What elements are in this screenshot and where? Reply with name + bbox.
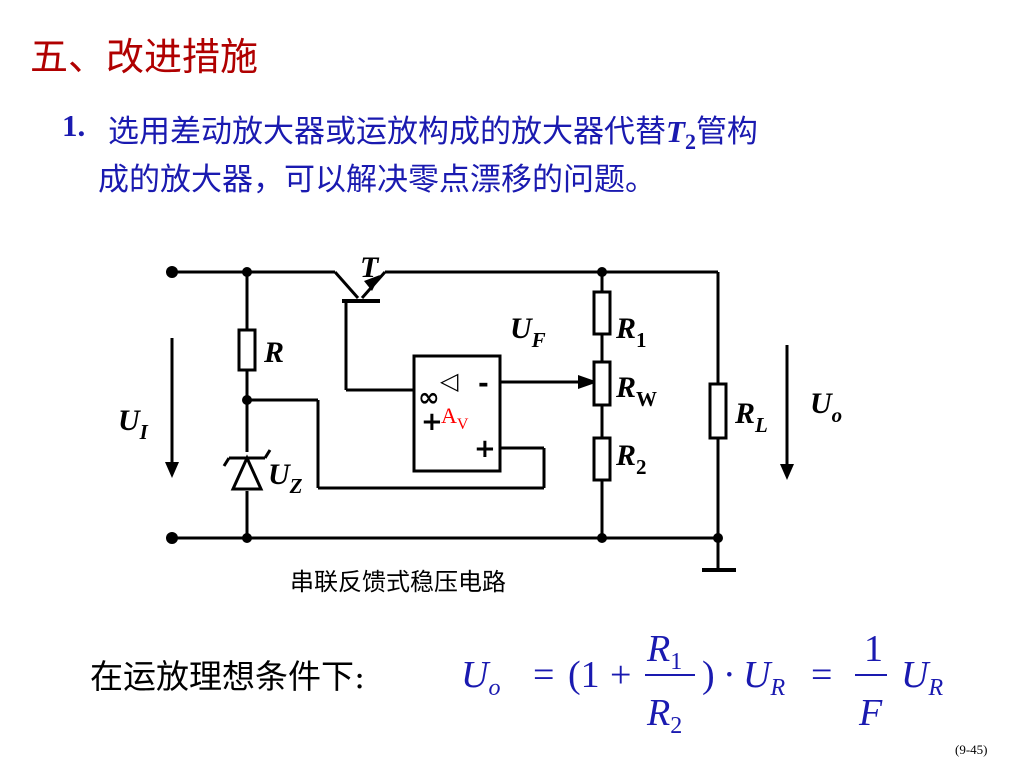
opamp-box xyxy=(412,354,502,473)
resistor-R2 xyxy=(592,436,612,482)
item-number: 1. xyxy=(62,108,86,143)
zener-diode xyxy=(222,449,272,491)
zener-voltage-label: UZ xyxy=(268,458,303,498)
opamp-infinity-symbol: ∞ xyxy=(418,383,440,413)
formula-lhs: Uo xyxy=(461,654,500,701)
junction-dots xyxy=(166,266,723,544)
opamp-plus-left: + xyxy=(421,407,443,437)
circuit-caption: 串联反馈式稳压电路 xyxy=(290,568,506,596)
section-title: 五、改进措施 xyxy=(30,35,259,79)
output-voltage-formula: Uo = (1 + R1 R2 ) · UR = 1 F UR xyxy=(461,628,943,735)
formula-frac1-denominator: R2 xyxy=(646,692,682,735)
formula-close: ) xyxy=(702,654,715,696)
opamp-minus-input: - xyxy=(478,369,489,399)
feedback-voltage-label: UF xyxy=(510,312,546,352)
formula-dot: · xyxy=(723,654,736,696)
item-text-part2: 管构 xyxy=(695,114,758,150)
page-number: (9-45) xyxy=(955,742,988,757)
formula-ur-2: UR xyxy=(901,654,943,701)
resistor-R-label: R xyxy=(263,336,284,369)
resistor-RW-label: RW xyxy=(615,371,657,411)
formula-plus: + xyxy=(610,654,631,696)
formula-frac2-denominator: F xyxy=(858,692,883,734)
item-text-line1: 选用差动放大器或运放构成的放大器代替T2管构 xyxy=(108,106,758,155)
formula-frac1-numerator: R1 xyxy=(646,628,682,675)
resistor-RL-label: RL xyxy=(734,397,768,437)
resistor-R xyxy=(237,328,257,372)
transistor-label: T xyxy=(360,251,380,284)
resistor-RL xyxy=(708,382,728,440)
resistor-R1-label: R1 xyxy=(615,312,647,352)
circuit-diagram: T UI Uo UF UZ R R1 RW R2 RL ∞ ◁ + - + AV xyxy=(118,251,842,572)
item-symbol-T: T xyxy=(666,114,685,149)
resistor-R2-label: R2 xyxy=(615,439,647,479)
output-voltage-label: Uo xyxy=(810,387,842,427)
item-symbol-subscript: 2 xyxy=(684,129,696,155)
opamp-gain-label: AV xyxy=(441,403,469,433)
input-voltage-label: UI xyxy=(118,404,149,444)
item-text-part1: 选用差动放大器或运放构成的放大器代替 xyxy=(108,114,666,150)
circuit-wires xyxy=(170,270,789,572)
opamp-triangle-icon: ◁ xyxy=(440,367,459,395)
resistor-R1 xyxy=(592,290,612,336)
arrowheads xyxy=(165,275,794,480)
formula-open: (1 xyxy=(568,654,600,696)
formula-equals-2: = xyxy=(811,654,832,696)
potentiometer-RW xyxy=(592,360,612,407)
formula-ur-1: UR xyxy=(743,654,785,701)
item-text-line2: 成的放大器，可以解决零点漂移的问题。 xyxy=(98,162,656,198)
formula-frac2-numerator: 1 xyxy=(864,628,883,670)
ideal-condition-text: 在运放理想条件下: xyxy=(90,657,366,696)
opamp-plus-input: + xyxy=(474,434,496,464)
formula-equals-1: = xyxy=(533,654,554,696)
